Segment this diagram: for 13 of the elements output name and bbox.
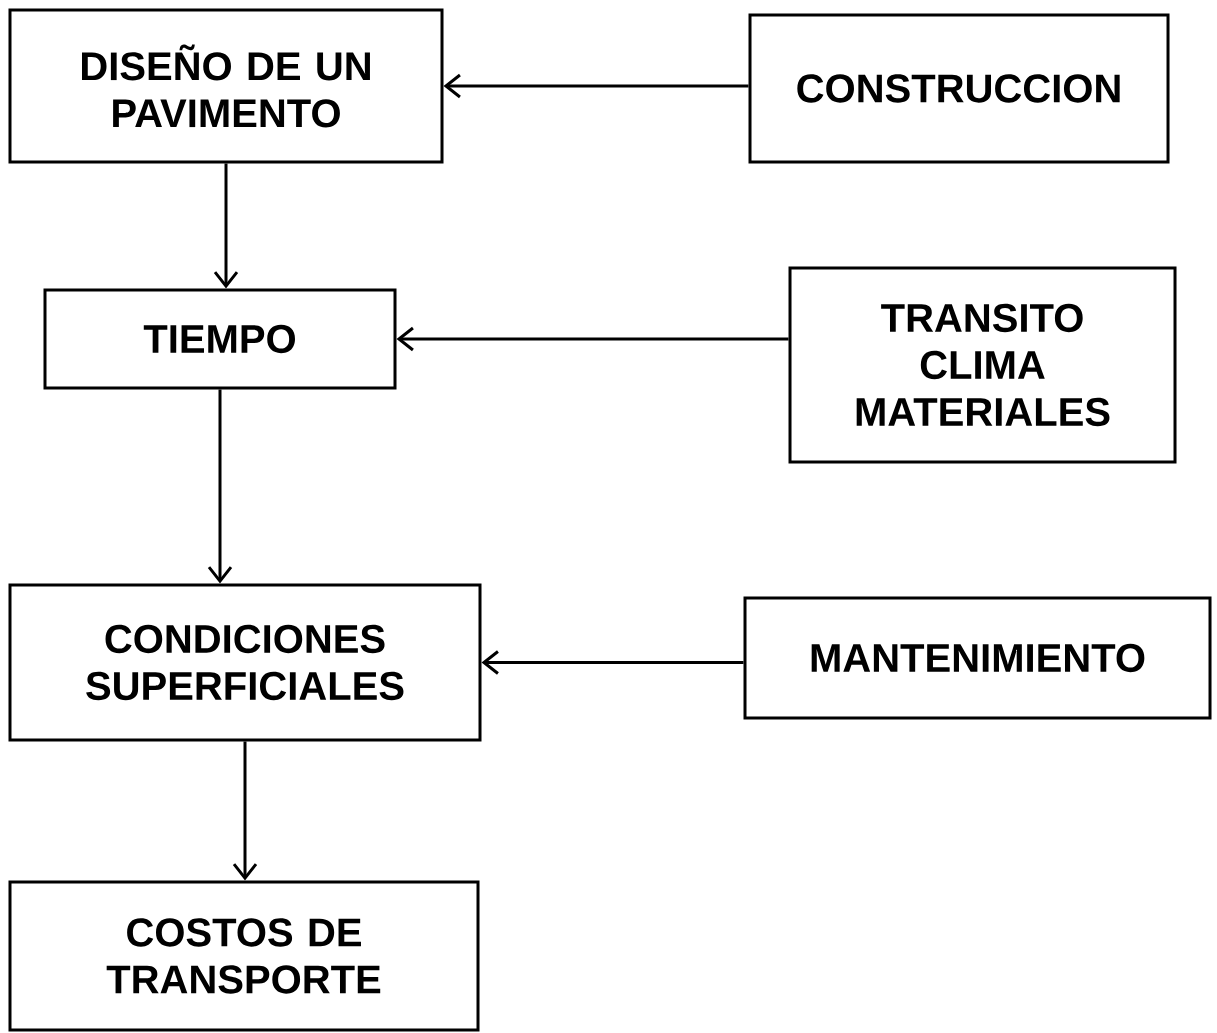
arrow [207, 389, 233, 584]
process-box: DISEÑO DE UN PAVIMENTO [8, 8, 444, 164]
process-box: CONSTRUCCION [748, 13, 1170, 164]
process-box: TRANSITO CLIMA MATERIALES [788, 266, 1177, 464]
arrow [443, 73, 749, 99]
process-box: CONDICIONES SUPERFICIALES [8, 583, 482, 742]
arrow [481, 650, 744, 675]
arrow [232, 741, 258, 881]
arrow [396, 326, 789, 352]
process-box: COSTOS DE TRANSPORTE [8, 880, 480, 1032]
process-box: TIEMPO [43, 288, 397, 390]
process-box: MANTENIMIENTO [743, 596, 1212, 720]
arrow [213, 163, 239, 289]
